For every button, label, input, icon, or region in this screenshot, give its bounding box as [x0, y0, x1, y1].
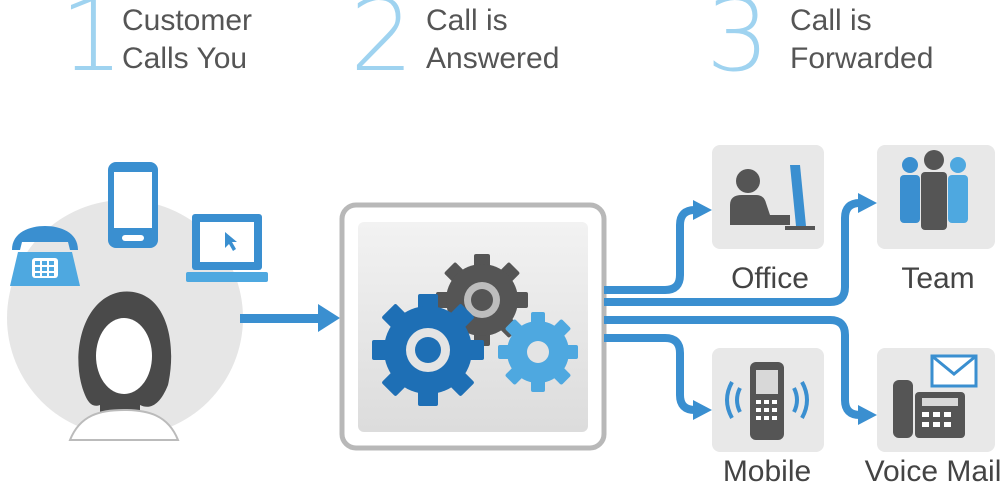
- mobile-label: Mobile: [722, 455, 812, 488]
- office-icon-tile: [712, 145, 824, 249]
- call-system-box: [339, 202, 607, 451]
- office-worker-icon: [730, 165, 815, 230]
- office-label: Office: [731, 262, 809, 295]
- desk-phone-icon: [10, 226, 80, 286]
- voice-mail-label: Voice Mail: [864, 455, 1002, 488]
- voicemail-icon-tile: [877, 348, 995, 452]
- customer-avatar-icon: [68, 291, 180, 441]
- forward-arrows: [604, 199, 861, 419]
- team-icon: [900, 150, 968, 230]
- step-2-number: 2: [350, 0, 414, 94]
- step-3-label-line2: Forwarded: [790, 42, 934, 75]
- team-label: Team: [901, 262, 975, 295]
- arrowhead-team: [858, 193, 877, 213]
- voicemail-phone-icon: [893, 354, 978, 438]
- step-1-label: Customer Calls You: [122, 2, 252, 78]
- laptop-icon: [186, 214, 268, 282]
- arrow-to-voicemail: [604, 316, 861, 419]
- step-2-label-line1: Call is: [426, 4, 508, 37]
- gears-icon: [372, 254, 578, 406]
- arrow-to-system: [240, 304, 340, 332]
- step-3-label-line1: Call is: [790, 4, 872, 37]
- arrow-to-office: [604, 206, 696, 294]
- arrowhead-office: [693, 200, 712, 220]
- step-2-label: Call is Answered: [426, 2, 559, 78]
- step-2-label-line2: Answered: [426, 42, 560, 75]
- arrow-to-mobile: [604, 334, 696, 414]
- customer-group: [7, 162, 268, 441]
- mobile-ringing-icon: [725, 362, 809, 440]
- team-icon-tile: [877, 145, 995, 249]
- step-1-label-line1: Customer: [122, 4, 253, 37]
- step-3-number: 3: [706, 0, 770, 94]
- step-1-number: 1: [60, 0, 124, 94]
- step-3-label: Call is Forwarded: [790, 2, 933, 78]
- arrowhead-voicemail: [858, 405, 877, 425]
- mobile-icon-tile: [712, 348, 824, 452]
- arrow-to-team: [604, 199, 861, 306]
- arrowhead-mobile: [693, 400, 712, 420]
- smartphone-icon: [108, 162, 158, 248]
- step-1-label-line2: Calls You: [122, 42, 248, 75]
